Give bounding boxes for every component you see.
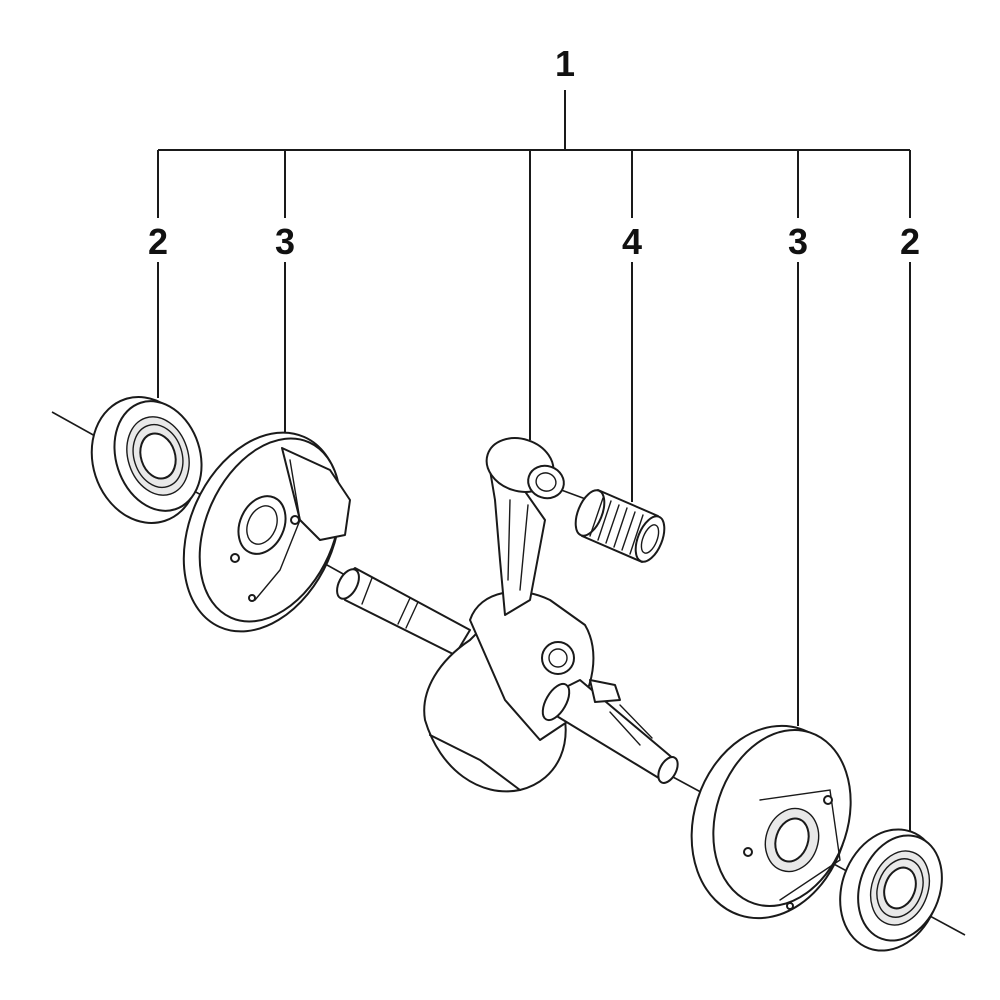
callout-bearing-right-label: 2 <box>900 221 920 262</box>
crankshaft-assembly <box>336 437 679 793</box>
needle-roller-bearing <box>574 489 666 563</box>
callout-assembly-label: 1 <box>555 43 575 84</box>
callout-needle-bearing-label: 4 <box>622 221 642 262</box>
callout-seal-left-label: 3 <box>275 221 295 262</box>
seal-housing-left <box>182 431 351 633</box>
seal-housing-right <box>690 724 852 920</box>
callout-leader-lines <box>157 90 911 832</box>
callout-bearing-left-label: 2 <box>148 221 168 262</box>
ball-bearing-left <box>90 396 203 524</box>
ball-bearing-right <box>839 828 943 952</box>
callout-seal-right-label: 3 <box>788 221 808 262</box>
